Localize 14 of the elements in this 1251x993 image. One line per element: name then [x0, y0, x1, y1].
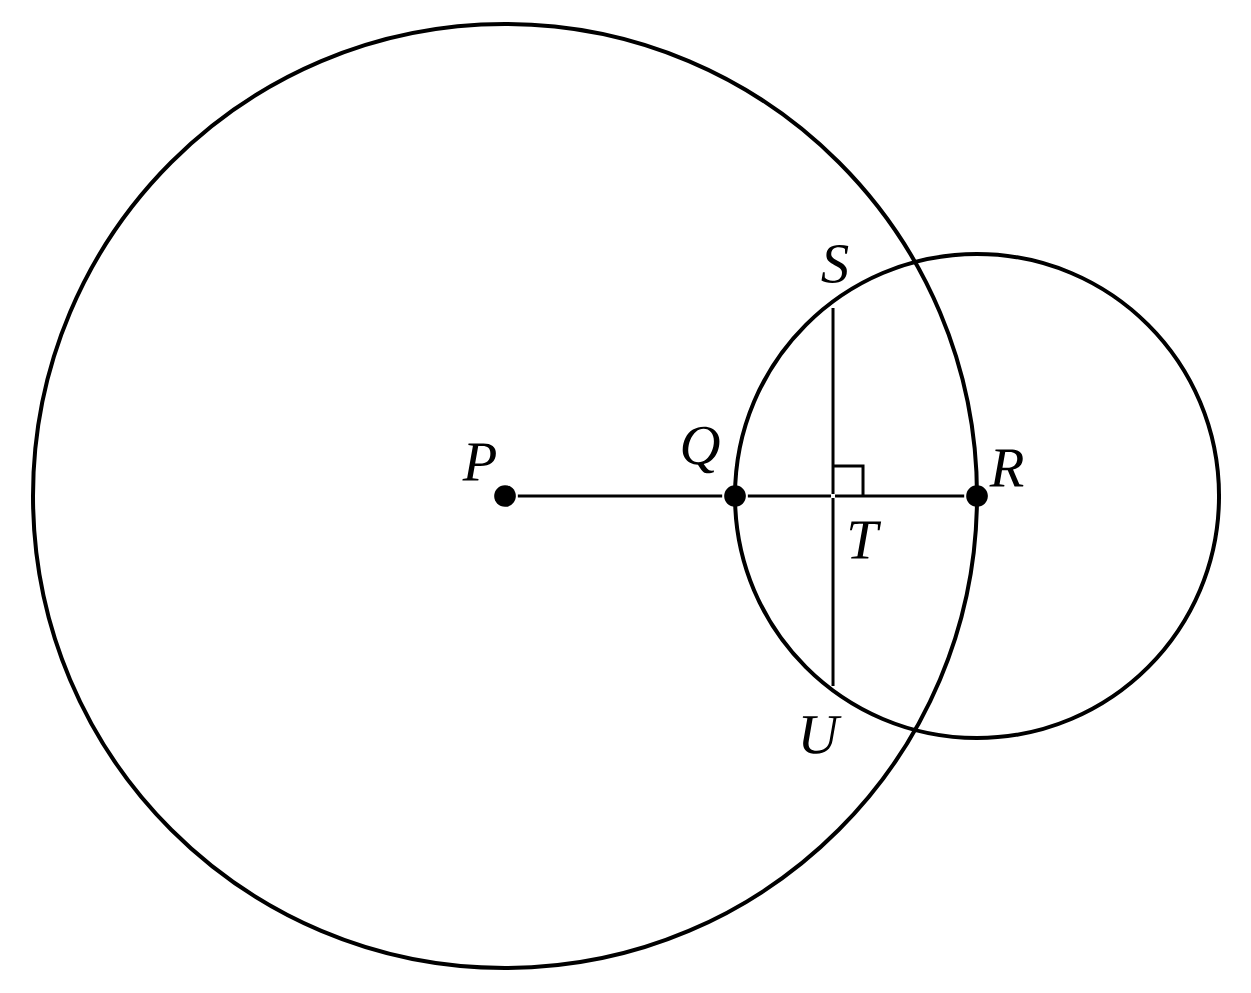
line-segment [747, 494, 831, 498]
point: P [462, 443, 516, 507]
point-label: T [849, 521, 882, 559]
line-segment [831, 308, 835, 494]
node-label: Q [682, 426, 720, 474]
point: Q [682, 426, 746, 507]
node-label: R [989, 449, 1024, 487]
line-segment [835, 494, 965, 498]
line-segment [517, 494, 723, 498]
line-segment [831, 498, 835, 686]
point-label: U [802, 716, 842, 754]
node-label: P [462, 443, 496, 481]
point: R [966, 449, 1024, 507]
point-label: S [821, 245, 849, 284]
